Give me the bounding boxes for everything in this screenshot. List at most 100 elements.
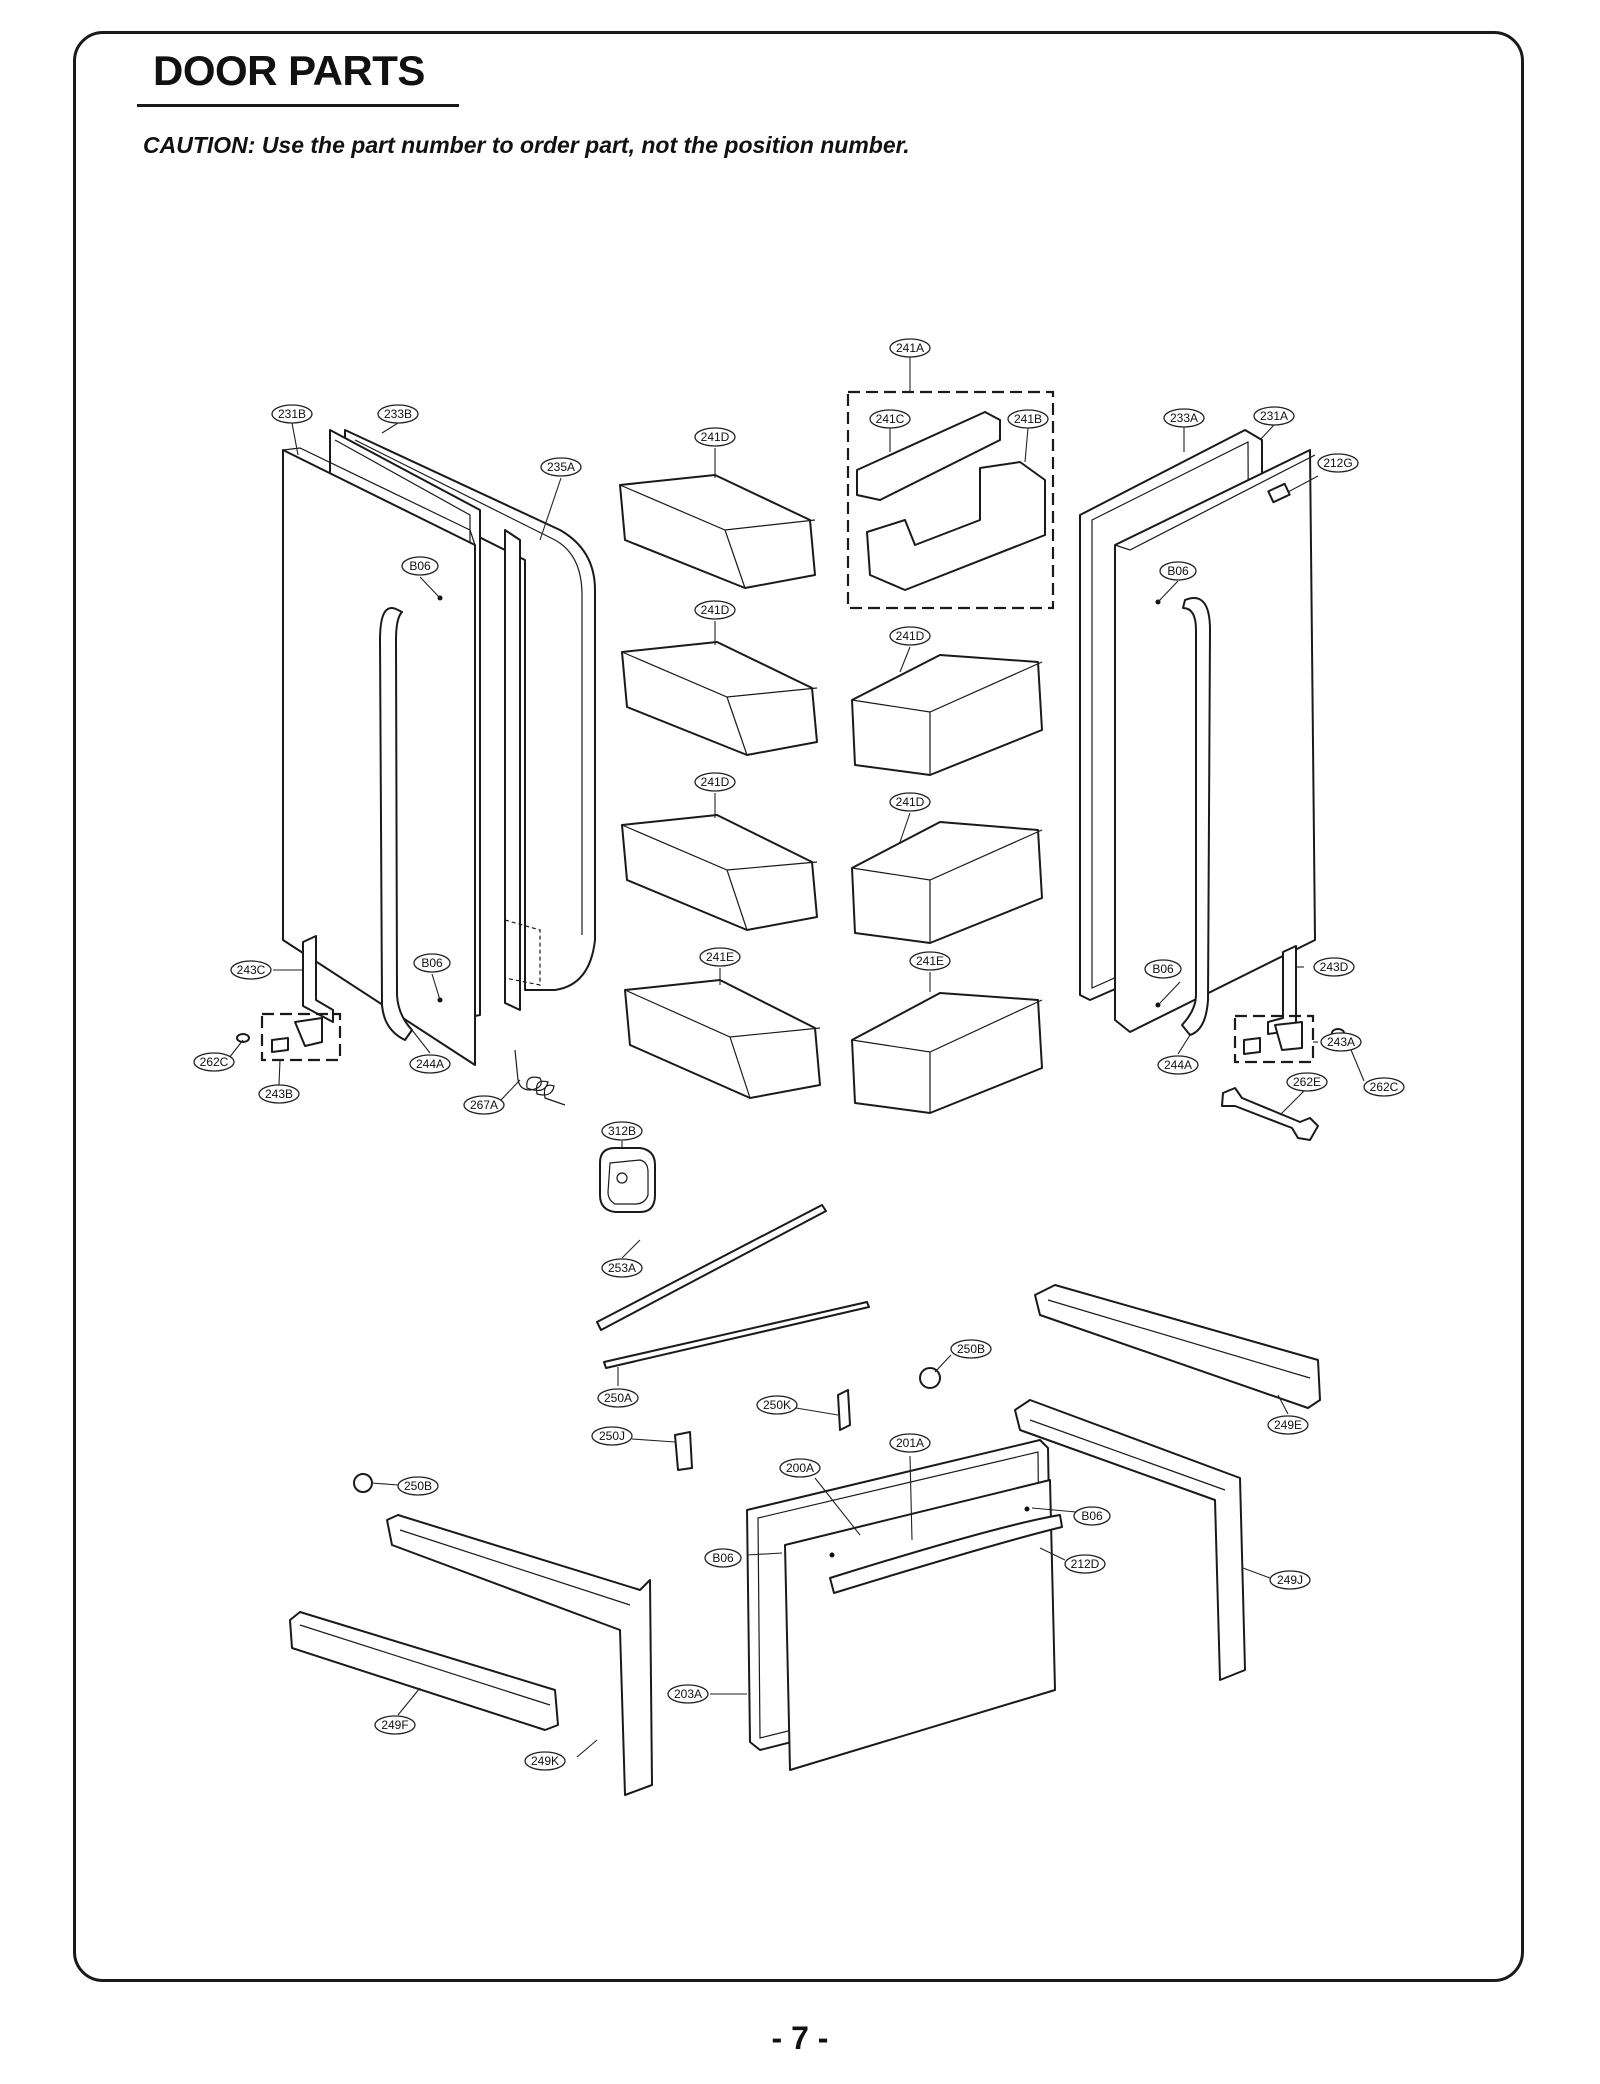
callout-243A: 243A	[1320, 1032, 1362, 1052]
callout-244A-right: 244A	[1157, 1055, 1199, 1075]
left-hinge-group-box	[260, 1012, 342, 1062]
drawer-screw-right	[1024, 1506, 1030, 1512]
door-spring	[514, 1049, 566, 1106]
gear-250B-right	[919, 1367, 941, 1389]
bin-241D-mid-left-1	[621, 641, 818, 756]
page-number: - 7 -	[771, 2020, 829, 2056]
bin-lid-241C	[856, 411, 1001, 501]
callout-label: 241D	[701, 775, 730, 789]
callout-241D-2: 241D	[694, 600, 736, 620]
right-hinge-bracket	[1267, 945, 1297, 1035]
bin-group-241A-box	[846, 390, 1055, 610]
callout-label: 244A	[416, 1057, 444, 1071]
callout-201A: 201A	[889, 1433, 931, 1453]
right-door-assembly	[1079, 429, 1316, 1036]
callout-label: B06	[1167, 564, 1189, 578]
callout-241D-5: 241D	[889, 792, 931, 812]
callout-label: 241A	[896, 341, 924, 355]
part-250A-rod	[603, 1301, 870, 1369]
callout-label: 312B	[608, 1124, 636, 1138]
callout-label: 250J	[599, 1429, 625, 1443]
callout-262E: 262E	[1286, 1072, 1328, 1092]
part-253A-strip	[596, 1204, 827, 1331]
caution-note: CAUTION: Use the part number to order pa…	[143, 132, 910, 158]
callout-label: 250B	[404, 1479, 432, 1493]
callout-243D: 243D	[1313, 957, 1355, 977]
callout-241D-3: 241D	[889, 626, 931, 646]
callout-label: 233B	[384, 407, 412, 421]
callout-233A: 233A	[1163, 408, 1205, 428]
rail-249E	[1034, 1284, 1321, 1409]
callout-label: 243B	[265, 1087, 293, 1101]
rail-249F	[289, 1611, 559, 1731]
callout-249E: 249E	[1267, 1415, 1309, 1435]
callout-312B: 312B	[601, 1121, 643, 1141]
callout-B06-left-top: B06	[401, 556, 439, 576]
callout-label: 241D	[701, 430, 730, 444]
callout-249K: 249K	[524, 1751, 566, 1771]
callout-label: B06	[1152, 962, 1174, 976]
callout-B06-left-bottom: B06	[413, 953, 451, 973]
callout-label: 212D	[1071, 1557, 1100, 1571]
bin-241E-bottom-right	[851, 992, 1043, 1114]
left-hinge-bracket	[302, 935, 334, 1023]
page-border-frame	[73, 31, 1524, 1982]
rail-249K	[386, 1514, 653, 1796]
right-hinge-block	[1274, 1021, 1303, 1051]
callout-label: 203A	[674, 1687, 702, 1701]
callout-label: 233A	[1170, 411, 1198, 425]
callout-250B-left: 250B	[397, 1476, 439, 1496]
callout-262C-left: 262C	[193, 1052, 235, 1072]
callout-label: 262C	[1370, 1080, 1399, 1094]
right-door-label	[1267, 482, 1291, 504]
callout-label: 241B	[1014, 412, 1042, 426]
callout-250B-right: 250B	[950, 1339, 992, 1359]
rail-249J	[1014, 1399, 1246, 1681]
callout-label: 241D	[896, 629, 925, 643]
door-bins	[619, 390, 1055, 1114]
leader-lines	[228, 357, 1365, 1758]
callout-B06-drawer-right: B06	[1073, 1506, 1111, 1526]
right-hinge-tab	[1243, 1037, 1261, 1055]
callout-label: 262C	[200, 1055, 229, 1069]
drawer-handle	[829, 1514, 1063, 1594]
callout-233B: 233B	[377, 404, 419, 424]
screw-mark-right-bottom	[1155, 1002, 1161, 1008]
callout-label: B06	[409, 559, 431, 573]
callout-label: B06	[712, 1551, 734, 1565]
callout-label: 249F	[381, 1718, 408, 1732]
callout-B06-drawer-left: B06	[704, 1548, 742, 1568]
callout-label: 241C	[876, 412, 905, 426]
left-door-assembly	[282, 429, 596, 1066]
callout-249J: 249J	[1269, 1570, 1311, 1590]
callout-241D-4: 241D	[694, 772, 736, 792]
callout-label: 262E	[1293, 1075, 1321, 1089]
page-title: DOOR PARTS	[153, 47, 425, 94]
left-door-panel	[282, 449, 476, 1066]
callout-250K: 250K	[756, 1395, 798, 1415]
callout-235A: 235A	[540, 457, 582, 477]
callout-241E-1: 241E	[699, 947, 741, 967]
callout-231A: 231A	[1253, 406, 1295, 426]
callout-241C: 241C	[869, 409, 911, 429]
callout-label: 241E	[706, 950, 734, 964]
freezer-drawer-front	[746, 1439, 1063, 1771]
callout-250A: 250A	[597, 1388, 639, 1408]
callout-label: 244A	[1164, 1058, 1192, 1072]
callout-label: 241D	[896, 795, 925, 809]
callout-label: 235A	[547, 460, 575, 474]
callout-label: 231A	[1260, 409, 1288, 423]
callout-label: 267A	[470, 1098, 498, 1112]
left-hinge-tab	[271, 1037, 289, 1053]
callout-262C-right: 262C	[1363, 1077, 1405, 1097]
callout-250J: 250J	[591, 1426, 633, 1446]
gear-250B-left	[353, 1473, 373, 1493]
callout-label: 243A	[1327, 1035, 1355, 1049]
drawer-rails	[289, 1284, 1321, 1796]
left-hinge-parts	[236, 935, 566, 1106]
callout-label: 231B	[278, 407, 306, 421]
callout-label: 241D	[701, 603, 730, 617]
callout-label: 249K	[531, 1754, 559, 1768]
callout-B06-right-bottom: B06	[1144, 959, 1182, 979]
